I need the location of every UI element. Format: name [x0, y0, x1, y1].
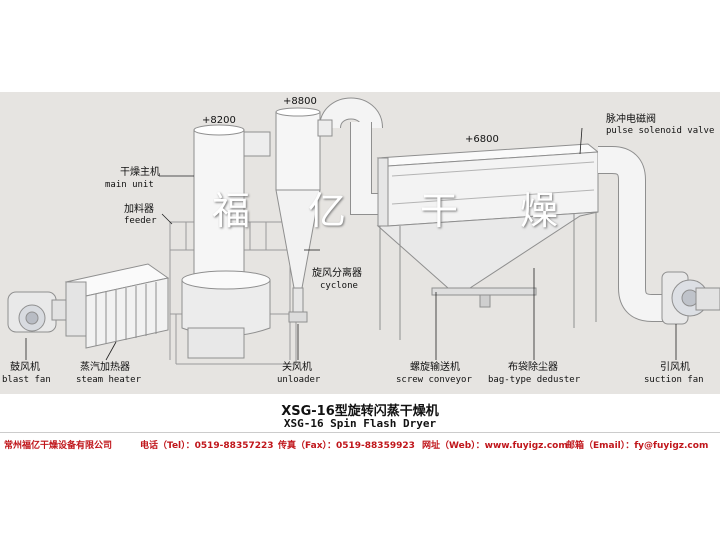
screw-conveyor-label-en: screw conveyor	[396, 375, 472, 385]
steam-heater-shape	[64, 263, 170, 349]
unloader-label-en: unloader	[277, 375, 321, 385]
contact-bar: 常州福亿干燥设备有限公司 电话（Tel）：0519-88357223 传真（Fa…	[0, 432, 720, 455]
feeder-label-cn: 加料器	[124, 204, 154, 215]
suction-fan-label-cn: 引风机	[660, 362, 690, 373]
bag-deduster-shape	[376, 143, 600, 340]
valve-label-cn: 脉冲电磁阀	[606, 114, 656, 125]
suction-fan-shape	[661, 271, 720, 325]
watermark-char-2: 亿	[308, 189, 349, 233]
cyclone-label-en: cyclone	[320, 281, 358, 291]
steam-heater-label-en: steam heater	[76, 375, 142, 385]
return-duct-shape	[598, 146, 672, 322]
web-text: 网址（Web）：www.fuyigz.com	[422, 441, 568, 451]
dryer-drawing	[7, 97, 720, 365]
fax-text: 传真（Fax）：0519-88359923	[278, 441, 415, 451]
equipment-scene	[0, 92, 720, 394]
main-unit-shape	[181, 124, 271, 359]
company-name: 常州福亿干燥设备有限公司	[4, 441, 113, 451]
elevation-8200: +8200	[202, 115, 236, 126]
main-unit-label-cn: 干燥主机	[120, 167, 160, 178]
leader-lines	[25, 127, 677, 361]
blast-fan-shape	[7, 291, 69, 333]
watermark-char-1: 福	[212, 189, 253, 233]
watermark-char-4: 燥	[520, 189, 561, 233]
unloader-label-cn: 关风机	[282, 362, 312, 373]
phone-text: 电话（Tel）：0519-88357223	[140, 441, 274, 451]
deduster-label-en: bag-type deduster	[488, 375, 581, 385]
email-text: 邮箱（Email）：fy@fuyigz.com	[566, 441, 709, 451]
main-unit-label-en: main unit	[105, 180, 154, 190]
suction-fan-label-en: suction fan	[644, 375, 704, 385]
title-cn: XSG-16型旋转闪蒸干燥机	[281, 404, 439, 419]
steam-heater-label-cn: 蒸汽加热器	[80, 362, 130, 373]
valve-label-en: pulse solenoid valve	[606, 126, 715, 136]
cyclone-shape	[275, 97, 383, 323]
cyclone-label-cn: 旋风分离器	[312, 268, 362, 279]
deduster-label-cn: 布袋除尘器	[508, 362, 558, 373]
screw-conveyor-label-cn: 螺旋输送机	[410, 362, 460, 373]
watermark-char-3: 干	[420, 189, 461, 233]
title-en: XSG-16 Spin Flash Dryer	[283, 417, 437, 430]
feeder-label-en: feeder	[124, 216, 157, 226]
blast-fan-label-en: blast fan	[2, 375, 51, 385]
duct-shape	[350, 122, 380, 215]
elevation-6800: +6800	[465, 134, 499, 145]
elevation-8800: +8800	[283, 96, 317, 107]
blast-fan-label-cn: 鼓风机	[10, 362, 40, 373]
